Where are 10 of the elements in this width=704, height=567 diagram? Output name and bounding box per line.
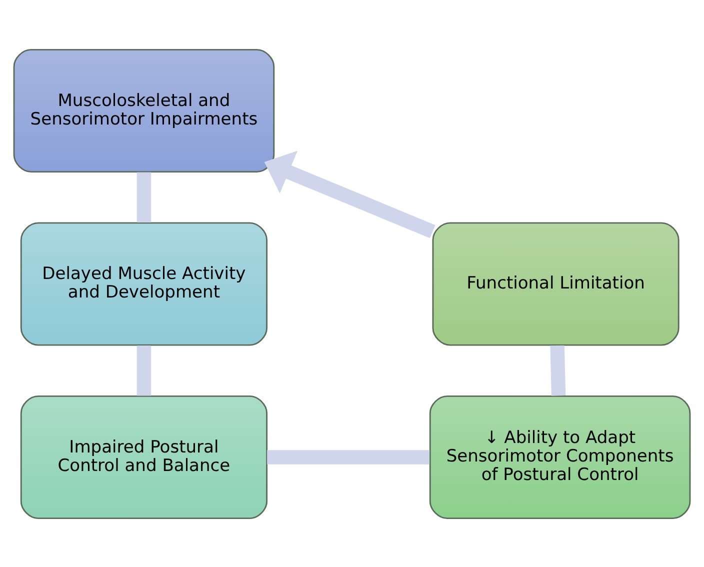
connector [136, 345, 152, 396]
connector [550, 344, 566, 396]
node-box: Muscoloskeletal and Sensorimotor Impairments [13, 48, 275, 172]
node-box: Impaired Postural Control and Balance [20, 394, 268, 519]
arrow [264, 150, 436, 238]
connector [136, 172, 152, 222]
node-box: ↓ Ability to Adapt Sensorimotor Components of Postural Control [429, 394, 691, 519]
connector [267, 450, 430, 464]
node-box: Delayed Muscle Activity and Development [20, 222, 268, 346]
node-box: Functional Limitation [432, 222, 680, 346]
